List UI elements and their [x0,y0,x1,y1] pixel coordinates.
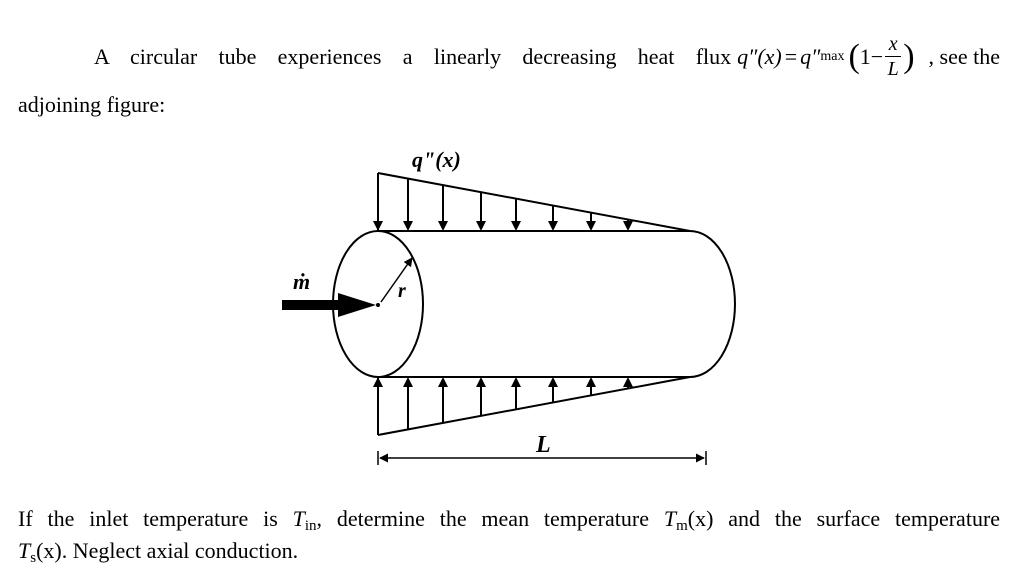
flux-arrow-up [476,377,486,416]
flux-label: q"(x) [412,147,461,172]
question-part-c: and the surface temperature [728,506,1001,531]
tin-sub: in [304,518,317,534]
flux-arrow-down [548,205,558,231]
formula-numerator: x [888,33,898,55]
flux-arrow-up [373,377,383,435]
intro-text: A circular tube experiences a linearly d… [94,43,732,69]
formula-one: 1 [859,43,871,69]
tm-sub: m [676,518,688,534]
flux-arrow-up [548,377,558,403]
flux-arrow-down [373,173,383,231]
flux-arrow-down [511,198,521,231]
tin-symbol: T [292,506,305,531]
question-line-1: If the inlet temperature is Tin, determi… [18,508,1000,534]
flux-arrow-down [586,212,596,231]
question-part-d: . Neglect axial conduction. [61,538,299,563]
flux-arrow-up [623,377,633,389]
flux-arrow-down [623,219,633,231]
formula-minus: − [870,43,884,69]
bottom-flux-distribution [377,376,691,436]
flux-arrow-down [476,192,486,231]
problem-intro-line: A circular tube experiences a linearly d… [94,34,1000,79]
question-part-a: If the inlet temperature is [18,506,278,531]
heat-flux-formula: q″(x) = q″max ( 1 − x L ) [737,33,915,80]
ts-sub: s [30,550,37,566]
length-label: L [535,432,551,458]
tube-outlet-arc [689,230,736,378]
formula-q-sub: max [820,48,845,64]
flux-arrow-up [438,377,448,423]
formula-q: q″ [800,43,821,69]
radius-arrow [380,257,413,303]
formula-fraction: x L [885,33,902,80]
mass-flow-arrow [282,293,380,317]
tm-symbol: T [663,506,677,531]
flux-arrow-up [511,377,521,410]
formula-lhs: q″(x) [737,43,782,69]
flux-arrow-down [403,178,413,231]
ts-arg: (x) [36,538,62,563]
intro-line-2: adjoining figure: [18,92,166,117]
top-flux-distribution [377,172,691,232]
bottom-flux-arrows [373,377,633,435]
top-flux-arrows [373,173,633,231]
intro-tail: , see the [928,43,1000,69]
length-dimension [377,451,707,465]
formula-denominator: L [887,58,899,80]
question-line-2: Ts(x). Neglect axial conduction. [18,540,298,566]
formula-equals: = [784,43,798,69]
flux-arrow-down [438,185,448,231]
question-part-b: , determine the mean temperature [316,506,649,531]
mass-flow-label: ṁ [293,269,310,294]
ts-symbol: T [18,538,31,563]
flux-arrow-up [403,377,413,430]
flux-arrow-up [586,377,596,396]
radius-label: r [398,280,406,302]
tm-arg: (x) [687,506,714,531]
tube [332,230,736,378]
